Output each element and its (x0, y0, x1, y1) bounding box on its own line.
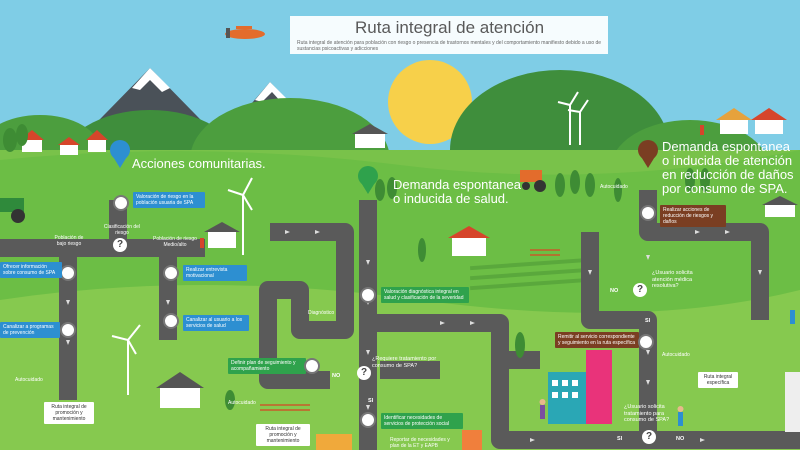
airplane-icon (225, 26, 265, 39)
box-ruta-promocion-left: Ruta integral de promoción y mantenimien… (44, 402, 94, 424)
label-solicita-tratamiento: ¿Usuario solicita tratamiento para consu… (624, 404, 670, 423)
label-si-center: SI (368, 398, 374, 404)
box-ruta-especifica: Ruta integral específica (698, 372, 738, 388)
box-canalizar-programas: Canalizar a programas de prevención (0, 322, 60, 338)
decision-solicita-tratamiento: ? (642, 430, 656, 444)
page-subtitle: Ruta integral de atención para población… (297, 40, 602, 52)
box-ruta-promocion-center: Ruta integral de promoción y mantenimien… (256, 424, 310, 446)
building-icon (316, 350, 800, 450)
pin-green-icon (358, 166, 378, 194)
people-circle-icon (638, 334, 654, 350)
label-autocuidado-right: Autocuidado (600, 184, 628, 190)
label-si-right1: SI (645, 318, 651, 324)
label-autocuidado-right2: Autocuidado (662, 352, 690, 358)
label-no-right2: NO (676, 436, 685, 442)
pin-blue-icon (110, 140, 130, 168)
people-icon (200, 125, 795, 426)
label-no-center: NO (332, 373, 341, 379)
label-medio-alto: Población de riesgo Medio/alto (153, 236, 197, 248)
label-autocuidado-center: Autocuidado (228, 400, 256, 406)
decision-solicita-medica: ? (633, 283, 647, 297)
people-circle-icon (304, 358, 320, 374)
shield-icon (360, 412, 376, 428)
section-demanda: Demanda espontanea o inducida de salud. (393, 177, 521, 206)
label-requiere-tratamiento: ¿Requiere tratamiento por consumo de SPA… (372, 356, 437, 369)
screen-icon (163, 265, 179, 281)
field-rows (470, 257, 590, 291)
board-icon (60, 322, 76, 338)
label-diagnostico: Diagnóstico (308, 310, 335, 316)
label-no-right1: NO (610, 288, 619, 294)
label-clasificacion: Clasificación del riesgo (103, 224, 141, 236)
decision-requiere: ? (357, 366, 371, 380)
label-reportar: Reportar de necesidades y plan de la ET … (390, 437, 450, 449)
fence (260, 249, 560, 411)
section-demanda-spa: Demanda espontanea o inducida de atenció… (662, 139, 794, 196)
decision-clasificacion: ? (113, 238, 127, 252)
sun-icon (388, 60, 472, 144)
box-identificar-necesidades: Identificar necesidades de servicios de … (381, 413, 463, 429)
box-remitir: Remitir al servicio correspondiente y se… (555, 332, 639, 348)
trees (3, 124, 710, 410)
label-autocuidado-left: Autocuidado (15, 377, 43, 383)
document-icon (60, 265, 76, 281)
section-acciones: Acciones comunitarias. (132, 156, 266, 171)
label-solicita-medica: ¿Usuario solicita atención médica resolu… (652, 270, 693, 289)
pin-brown-icon (638, 140, 658, 168)
label-bajo-riesgo: Población de bajo riesgo (54, 235, 84, 247)
box-valoracion-riesgo: Valoración de riesgo en la población usu… (133, 192, 205, 208)
box-plan-seguimiento: Definir plan de seguimiento y acompañami… (228, 358, 306, 374)
tractor-icon (0, 170, 546, 223)
house-icon (20, 108, 798, 408)
box-reduccion-danos: Realizar acciones de reducción de riesgo… (660, 205, 726, 227)
hand-icon (640, 205, 656, 221)
box-ofrecer-info: Ofrecer información sobre consumo de SPA (0, 262, 62, 278)
page-title: Ruta integral de atención (355, 18, 545, 37)
label-si-right2: SI (617, 436, 623, 442)
box-valoracion-diagnostica: Valoración diagnóstica integral en salud… (381, 287, 469, 303)
box-canalizar-servicios: Canalizar al usuario a los servicios de … (183, 315, 249, 331)
title-panel (290, 16, 608, 54)
wind-turbine-icon (111, 91, 589, 395)
gear-icon (163, 313, 179, 329)
clipboard-icon (360, 287, 376, 303)
people-circle-icon (113, 195, 129, 211)
box-entrevista: Realizar entrevista motivacional (183, 265, 247, 281)
